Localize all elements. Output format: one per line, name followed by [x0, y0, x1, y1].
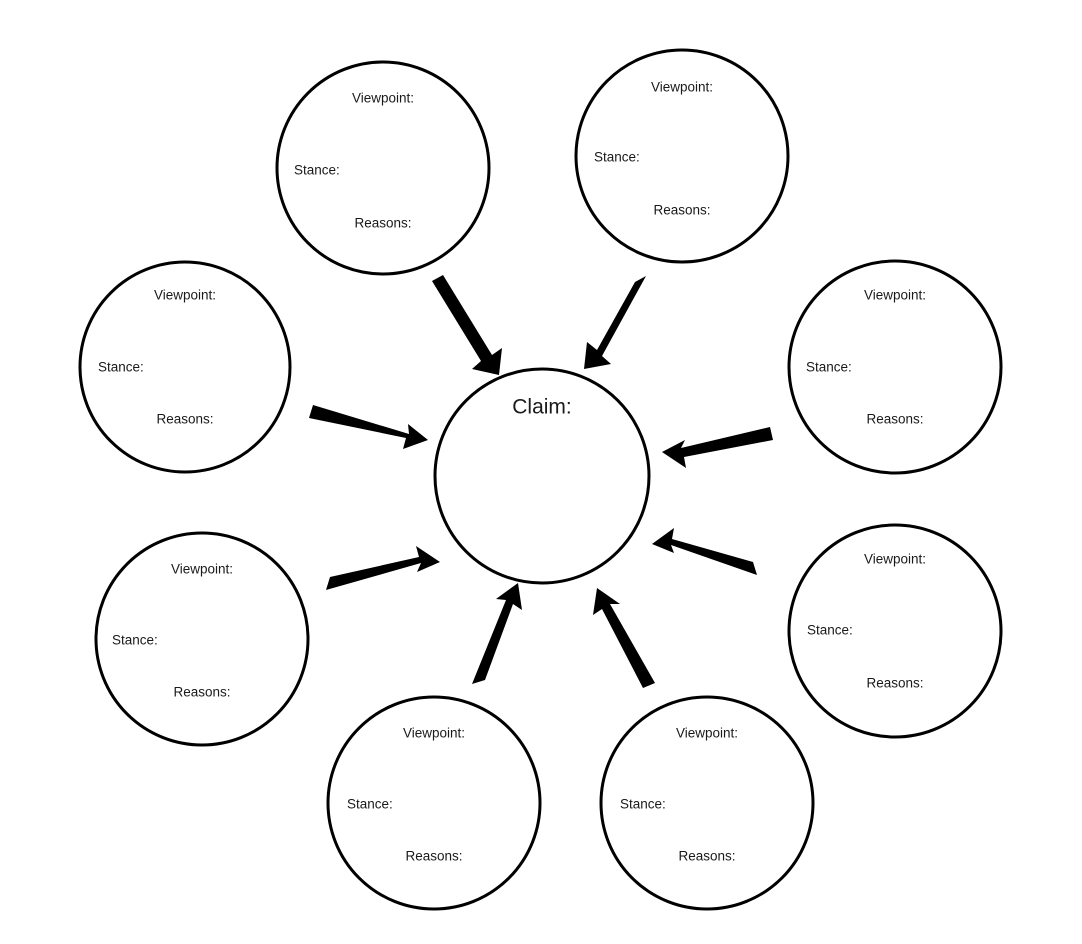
arrow-right-upper-to-center	[662, 427, 773, 468]
arrow-bottom-left-to-center	[472, 583, 522, 684]
node-top-right-reasons-label: Reasons:	[653, 203, 710, 218]
node-left-lower-stance-label: Stance:	[112, 633, 158, 648]
node-top-left-circle[interactable]	[275, 60, 491, 276]
node-top-left[interactable]: Viewpoint: Stance: Reasons:	[275, 60, 491, 276]
node-left-upper-stance-label: Stance:	[98, 360, 144, 375]
arrow-top-left-to-center	[432, 275, 502, 375]
node-right-lower[interactable]: Viewpoint: Stance: Reasons:	[787, 523, 1003, 739]
node-right-upper-stance-label: Stance:	[806, 360, 852, 375]
node-top-left-reasons-label: Reasons:	[354, 216, 411, 231]
arrow-top-right-to-center	[584, 276, 646, 369]
node-left-lower[interactable]: Viewpoint: Stance: Reasons:	[94, 531, 310, 747]
node-right-upper-circle[interactable]	[787, 259, 1003, 475]
node-left-upper[interactable]: Viewpoint: Stance: Reasons:	[78, 260, 292, 474]
node-bottom-left[interactable]: Viewpoint: Stance: Reasons:	[326, 695, 542, 911]
center-claim-circle[interactable]	[433, 367, 651, 585]
arrow-left-upper-to-center	[309, 405, 428, 449]
node-left-lower-circle[interactable]	[94, 531, 310, 747]
node-left-upper-circle[interactable]	[78, 260, 292, 474]
node-left-lower-reasons-label: Reasons:	[173, 685, 230, 700]
node-bottom-left-stance-label: Stance:	[347, 797, 393, 812]
node-top-right-circle[interactable]	[574, 48, 790, 264]
node-left-upper-reasons-label: Reasons:	[156, 412, 213, 427]
node-right-lower-stance-label: Stance:	[807, 623, 853, 638]
node-bottom-right-reasons-label: Reasons:	[678, 849, 735, 864]
node-top-right[interactable]: Viewpoint: Stance: Reasons:	[574, 48, 790, 264]
node-top-right-stance-label: Stance:	[594, 150, 640, 165]
node-right-lower-circle[interactable]	[787, 523, 1003, 739]
node-top-right-viewpoint-label: Viewpoint:	[651, 80, 713, 95]
center-claim-label: Claim:	[512, 396, 572, 419]
node-right-lower-reasons-label: Reasons:	[866, 676, 923, 691]
node-left-upper-viewpoint-label: Viewpoint:	[154, 288, 216, 303]
node-bottom-left-circle[interactable]	[326, 695, 542, 911]
node-right-upper-viewpoint-label: Viewpoint:	[864, 288, 926, 303]
node-top-left-stance-label: Stance:	[294, 163, 340, 178]
node-bottom-right-stance-label: Stance:	[620, 797, 666, 812]
node-top-left-viewpoint-label: Viewpoint:	[352, 91, 414, 106]
node-bottom-right[interactable]: Viewpoint: Stance: Reasons:	[599, 695, 815, 911]
node-bottom-right-circle[interactable]	[599, 695, 815, 911]
node-bottom-left-viewpoint-label: Viewpoint:	[403, 726, 465, 741]
arrow-left-lower-to-center	[326, 546, 440, 590]
arrow-group	[309, 275, 773, 688]
center-claim-node[interactable]: Claim:	[433, 367, 651, 585]
node-right-upper[interactable]: Viewpoint: Stance: Reasons:	[787, 259, 1003, 475]
node-bottom-left-reasons-label: Reasons:	[405, 849, 462, 864]
node-right-upper-reasons-label: Reasons:	[866, 412, 923, 427]
node-bottom-right-viewpoint-label: Viewpoint:	[676, 726, 738, 741]
arrow-right-lower-to-center	[652, 528, 757, 575]
node-right-lower-viewpoint-label: Viewpoint:	[864, 552, 926, 567]
node-left-lower-viewpoint-label: Viewpoint:	[171, 562, 233, 577]
arrow-bottom-right-to-center	[593, 588, 655, 688]
